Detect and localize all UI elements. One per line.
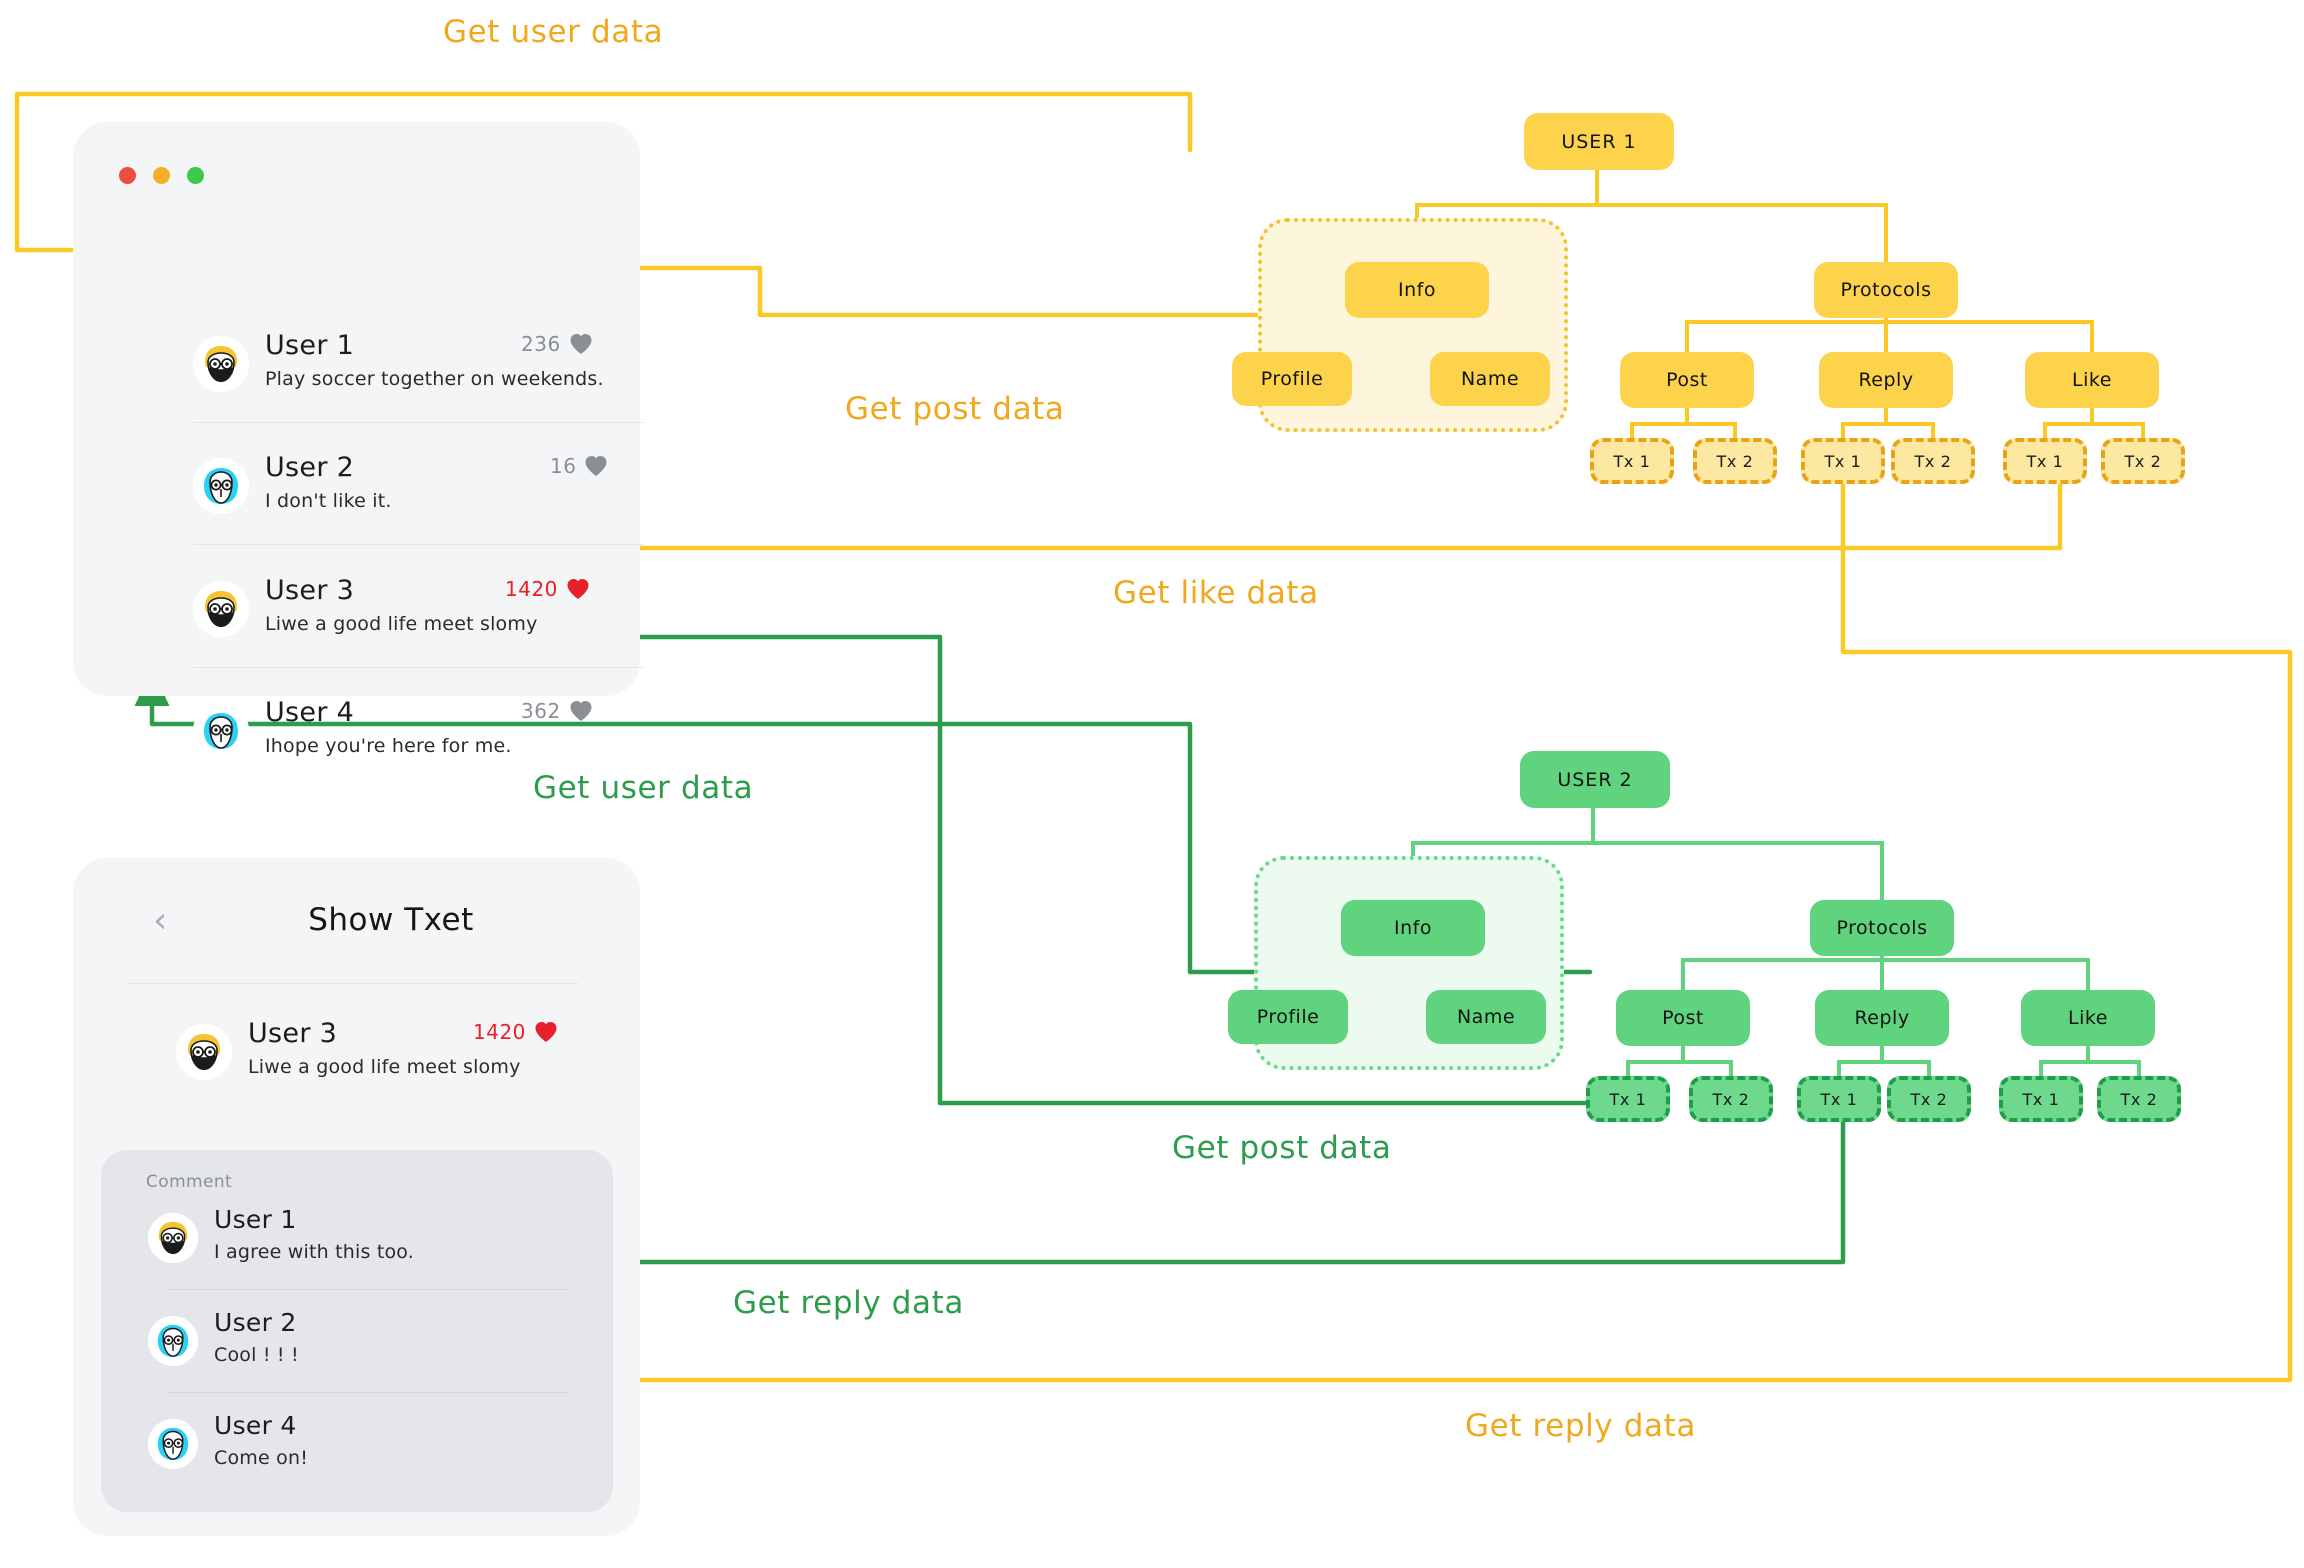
avatar	[193, 581, 249, 637]
green-node-user2[interactable]: USER 2	[1520, 751, 1670, 808]
close-dot[interactable]	[119, 167, 136, 184]
green-node-profile[interactable]: Profile	[1228, 990, 1348, 1044]
like-count: 362	[521, 699, 561, 723]
like-counter[interactable]: 362	[521, 699, 593, 723]
feed-row-username: User 2	[265, 452, 355, 483]
wire-yellow-user-data	[14, 91, 1193, 268]
green-tx-reply-1[interactable]: Tx 1	[1797, 1076, 1881, 1122]
green-node-name[interactable]: Name	[1426, 990, 1546, 1044]
wire-yellow-post-data	[556, 250, 1261, 318]
like-count: 1420	[473, 1020, 526, 1044]
anno-get-like-data-yellow: Get like data	[1113, 575, 1319, 611]
comment-text: Cool ! ! !	[214, 1344, 299, 1366]
like-count: 16	[550, 454, 577, 478]
green-tx-post-2[interactable]: Tx 2	[1689, 1076, 1773, 1122]
green-node-info[interactable]: Info	[1341, 900, 1485, 956]
feed-row-text: Play soccer together on weekends.	[265, 368, 604, 390]
comment-text: Come on!	[214, 1447, 309, 1469]
wire-green-post-data	[451, 619, 1588, 1106]
feed-row-text: Ihope you're here for me.	[265, 735, 512, 757]
detail-post-username: User 3	[248, 1018, 338, 1049]
anno-get-post-data-yellow: Get post data	[845, 391, 1065, 427]
yellow-node-name[interactable]: Name	[1430, 352, 1550, 406]
feed-row-text: I don't like it.	[265, 490, 392, 512]
yellow-tx-reply-2[interactable]: Tx 2	[1891, 438, 1975, 484]
yellow-node-user1[interactable]: USER 1	[1524, 113, 1674, 170]
green-tx-like-1[interactable]: Tx 1	[1999, 1076, 2083, 1122]
green-node-reply[interactable]: Reply	[1815, 990, 1949, 1046]
title-divider	[128, 983, 578, 984]
avatar	[176, 1024, 232, 1080]
avatar	[148, 1419, 198, 1469]
like-counter[interactable]: 1420	[505, 577, 590, 601]
feed-row-username: User 1	[265, 330, 355, 361]
comment-text: I agree with this too.	[214, 1241, 415, 1263]
maximize-dot[interactable]	[187, 167, 204, 184]
yellow-tx-like-1[interactable]: Tx 1	[2003, 438, 2087, 484]
green-node-post[interactable]: Post	[1616, 990, 1750, 1046]
anno-get-post-data-green: Get post data	[1172, 1130, 1392, 1166]
yellow-node-reply[interactable]: Reply	[1819, 352, 1953, 408]
comment-divider	[168, 1289, 568, 1290]
heart-icon	[567, 579, 589, 599]
comment-username: User 4	[214, 1411, 297, 1440]
row-divider	[193, 422, 643, 423]
avatar	[193, 458, 249, 514]
row-divider	[193, 667, 643, 668]
anno-get-user-data-yellow: Get user data	[443, 14, 664, 50]
anno-get-user-data-green: Get user data	[533, 770, 754, 806]
yellow-node-post[interactable]: Post	[1620, 352, 1754, 408]
show-text-window: ‹ Show Txet User 3 Liwe a good life meet…	[73, 858, 640, 1536]
yellow-tx-reply-1[interactable]: Tx 1	[1801, 438, 1885, 484]
avatar	[148, 1213, 198, 1263]
yellow-node-like[interactable]: Like	[2025, 352, 2159, 408]
feed-window: User 1 Play soccer together on weekends.…	[73, 122, 643, 759]
feed-row-username: User 4	[265, 697, 355, 728]
comment-label: Comment	[146, 1172, 233, 1192]
yellow-tx-like-2[interactable]: Tx 2	[2101, 438, 2185, 484]
yellow-node-profile[interactable]: Profile	[1232, 352, 1352, 406]
green-node-protocols[interactable]: Protocols	[1810, 900, 1954, 956]
heart-icon	[570, 334, 592, 354]
like-counter[interactable]: 236	[521, 332, 593, 356]
wire-yellow-reply-data	[301, 481, 2293, 1398]
heart-icon	[585, 456, 607, 476]
detail-post-text: Liwe a good life meet slomy	[248, 1056, 521, 1078]
avatar	[193, 703, 249, 759]
yellow-tx-post-2[interactable]: Tx 2	[1693, 438, 1777, 484]
yellow-node-info[interactable]: Info	[1345, 262, 1489, 318]
minimize-dot[interactable]	[153, 167, 170, 184]
green-node-like[interactable]: Like	[2021, 990, 2155, 1046]
anno-get-reply-data-green: Get reply data	[733, 1285, 964, 1321]
back-icon[interactable]: ‹	[153, 900, 168, 941]
heart-icon	[535, 1022, 557, 1042]
anno-get-reply-data-yellow: Get reply data	[1465, 1408, 1696, 1444]
like-count: 236	[521, 332, 561, 356]
green-tx-like-2[interactable]: Tx 2	[2097, 1076, 2181, 1122]
comment-divider	[168, 1392, 568, 1393]
yellow-node-protocols[interactable]: Protocols	[1814, 262, 1958, 318]
page-title: Show Txet	[308, 902, 474, 938]
green-tx-reply-2[interactable]: Tx 2	[1887, 1076, 1971, 1122]
like-counter[interactable]: 16	[550, 454, 608, 478]
wire-green-reply-data	[411, 1117, 1846, 1280]
feed-row-username: User 3	[265, 575, 355, 606]
like-counter[interactable]: 1420	[473, 1020, 558, 1044]
feed-row-text: Liwe a good life meet slomy	[265, 613, 538, 635]
yellow-tx-post-1[interactable]: Tx 1	[1590, 438, 1674, 484]
heart-icon	[570, 701, 592, 721]
avatar	[148, 1316, 198, 1366]
comment-username: User 2	[214, 1308, 297, 1337]
comment-username: User 1	[214, 1205, 297, 1234]
comment-section: Comment User 1 I agree with this too.	[101, 1150, 613, 1512]
window-traffic-lights	[119, 167, 204, 184]
avatar	[193, 336, 249, 392]
like-count: 1420	[505, 577, 558, 601]
green-tx-post-1[interactable]: Tx 1	[1586, 1076, 1670, 1122]
row-divider	[193, 544, 643, 545]
